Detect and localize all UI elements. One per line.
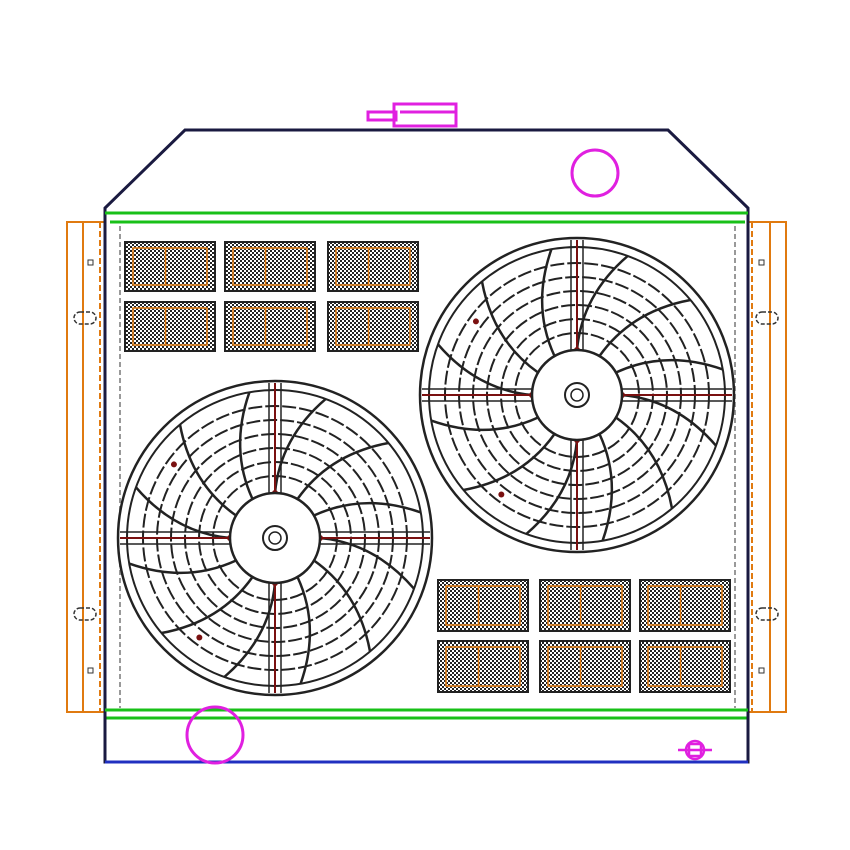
fan-blade xyxy=(540,248,556,357)
fan-blade xyxy=(598,433,614,542)
grille-panel xyxy=(539,640,631,693)
fans xyxy=(116,236,736,697)
fan-blade xyxy=(161,576,254,635)
grille-panel xyxy=(224,301,316,352)
grille-panel xyxy=(124,301,216,352)
fan-blade xyxy=(128,559,237,575)
fan-mount-point xyxy=(498,491,505,498)
drain-plug xyxy=(678,739,712,761)
grille-panel xyxy=(224,241,316,292)
inlet-port xyxy=(570,148,620,198)
grille-panel xyxy=(437,640,529,693)
grille-panel xyxy=(639,640,731,693)
grille-panel xyxy=(539,579,631,632)
fan-blade xyxy=(437,343,533,397)
fan-blade xyxy=(296,441,389,500)
fan-hub xyxy=(228,491,322,585)
fan-mount-point xyxy=(196,634,203,641)
fan-mount-point xyxy=(472,318,479,325)
fan xyxy=(116,379,434,697)
fan-hub xyxy=(530,348,624,442)
fan-mount-strut xyxy=(268,383,282,496)
fan-blade xyxy=(238,391,254,500)
fan-blade xyxy=(223,582,277,678)
side-bracket-left xyxy=(66,221,106,713)
fan-mount-strut xyxy=(268,580,282,693)
fan-blade xyxy=(319,536,415,590)
fan-mount-strut xyxy=(422,388,535,402)
fan-blade xyxy=(621,393,717,447)
top-tank xyxy=(103,128,750,224)
fan-motor xyxy=(564,382,590,408)
fan xyxy=(418,236,736,554)
fan-blade xyxy=(313,559,372,652)
fan-blade xyxy=(296,576,312,685)
grille-panels xyxy=(124,241,731,693)
fan-blade xyxy=(525,439,579,535)
grille-panel xyxy=(639,579,731,632)
grille-panel xyxy=(437,579,529,632)
fan-blade xyxy=(463,433,556,492)
fan-blade xyxy=(430,416,539,432)
core xyxy=(103,222,750,712)
side-bracket-right xyxy=(747,221,787,713)
fan-mount-point xyxy=(170,461,177,468)
fan-blade xyxy=(480,281,539,374)
fan-blade xyxy=(273,398,327,494)
fan-blade xyxy=(313,501,422,517)
fan-blade xyxy=(615,416,674,509)
grille-panel xyxy=(327,241,419,292)
bottom-tank xyxy=(103,708,750,764)
fan-blade xyxy=(135,486,231,540)
outlet-port xyxy=(185,705,245,765)
filler-neck xyxy=(366,102,458,128)
fan-blade xyxy=(598,298,691,357)
fan-blade xyxy=(615,358,724,374)
fan-motor xyxy=(262,525,288,551)
fan-blade xyxy=(178,424,237,517)
fan-blade xyxy=(575,255,629,351)
grille-panel xyxy=(327,301,419,352)
grille-panel xyxy=(124,241,216,292)
